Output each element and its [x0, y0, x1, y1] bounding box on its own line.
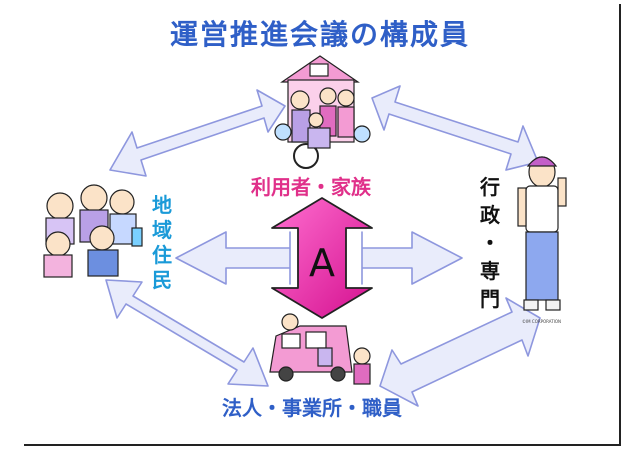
neighbors-group-icon	[43, 184, 143, 278]
center-double-arrow	[271, 197, 373, 319]
copyright-text: ©IM CORPORATION	[522, 319, 561, 324]
care-worker-icon	[517, 156, 567, 311]
residents-label: 地 域 住 民	[152, 193, 179, 292]
admin-label: 行 政 ・ 専 門	[479, 175, 507, 311]
page-title: 運営推進会議の構成員	[170, 18, 470, 51]
users-label: 利用者・家族	[251, 175, 372, 199]
arrow-center-admin	[361, 231, 463, 285]
arrow-users-admin	[371, 85, 539, 171]
center-letter: A	[309, 241, 335, 285]
corp-label: 法人・事業所・職員	[222, 396, 402, 420]
page-frame	[24, 4, 621, 446]
arrow-residents-center	[175, 231, 291, 285]
care-van-staff-icon	[269, 313, 371, 385]
arrow-residents-users	[109, 89, 286, 177]
family-house-wheelchair-icon	[274, 55, 371, 169]
arrow-residents-corp	[105, 279, 269, 387]
arrow-corp-admin	[379, 297, 541, 407]
